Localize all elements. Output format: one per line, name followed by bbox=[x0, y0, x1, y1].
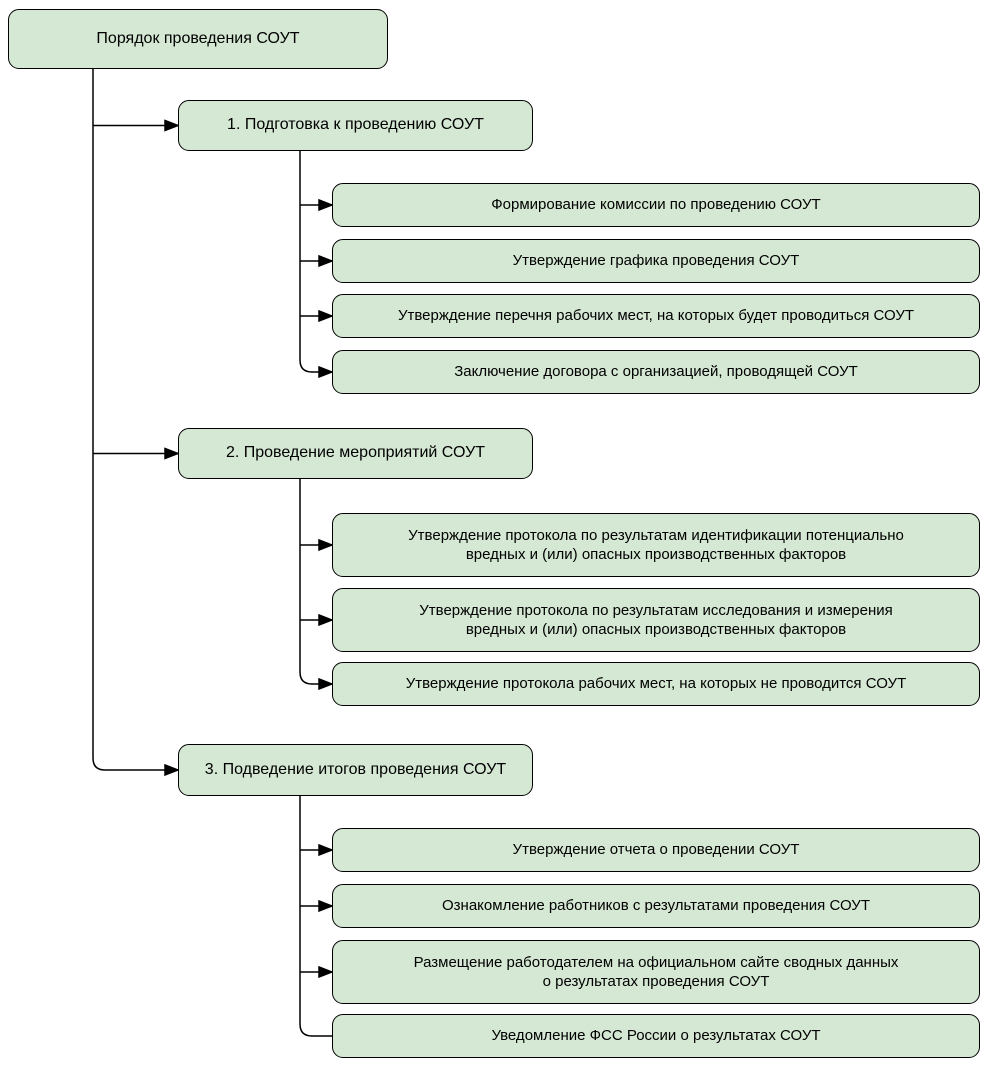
node-step-3-3: Размещение работодателем на официальном … bbox=[332, 940, 980, 1004]
node-section-1: 1. Подготовка к проведению СОУТ bbox=[178, 100, 533, 151]
node-section-2: 2. Проведение мероприятий СОУТ bbox=[178, 428, 533, 479]
node-step-2-1: Утверждение протокола по результатам иде… bbox=[332, 513, 980, 577]
connector-root-to-section-3 bbox=[92, 69, 178, 770]
node-section-3: 3. Подведение итогов проведения СОУТ bbox=[178, 744, 533, 796]
node-step-1-1: Формирование комиссии по проведению СОУТ bbox=[332, 183, 980, 227]
connector-section-1-to-step-1-4 bbox=[299, 151, 332, 372]
connector-section-3-to-step-3-4 bbox=[299, 796, 332, 1037]
connector-section-2-to-step-2-3 bbox=[299, 479, 332, 684]
node-step-3-2: Ознакомление работников с результатами п… bbox=[332, 884, 980, 928]
node-step-1-3: Утверждение перечня рабочих мест, на кот… bbox=[332, 294, 980, 338]
node-step-1-4: Заключение договора с организацией, пров… bbox=[332, 350, 980, 394]
node-step-1-2: Утверждение графика проведения СОУТ bbox=[332, 239, 980, 283]
node-step-3-1: Утверждение отчета о проведении СОУТ bbox=[332, 828, 980, 872]
node-step-3-4: Уведомление ФСС России о результатах СОУ… bbox=[332, 1014, 980, 1058]
node-root: Порядок проведения СОУТ bbox=[8, 9, 388, 69]
node-step-2-3: Утверждение протокола рабочих мест, на к… bbox=[332, 662, 980, 706]
node-step-2-2: Утверждение протокола по результатам исс… bbox=[332, 588, 980, 652]
